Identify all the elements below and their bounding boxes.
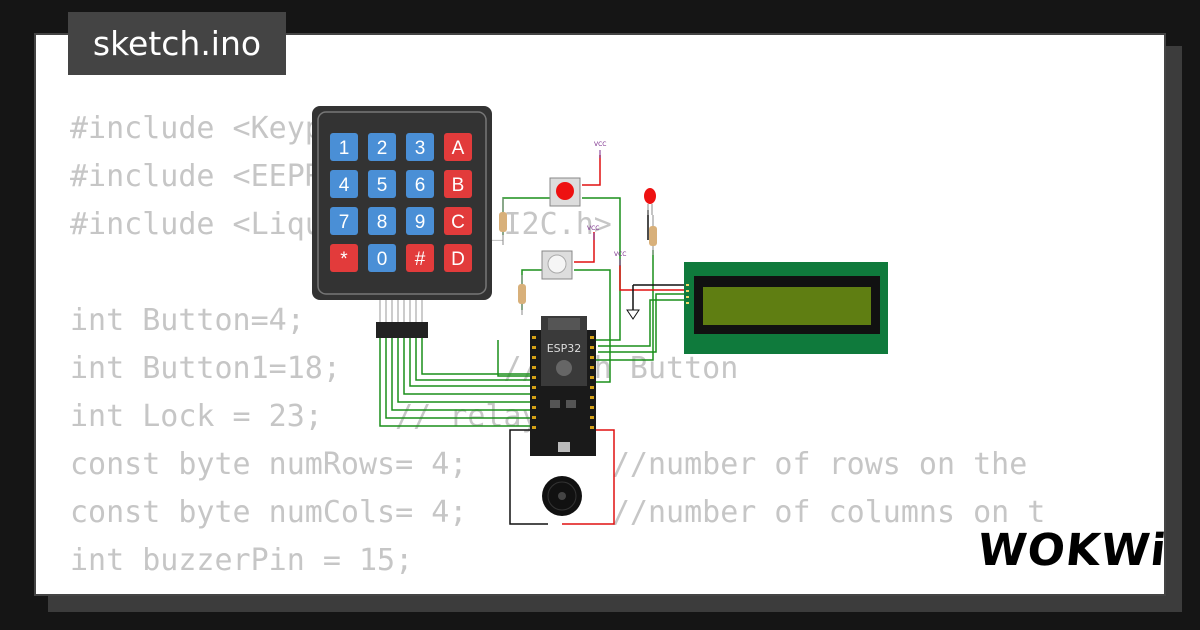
esp32-pins xyxy=(532,336,594,429)
keypad-key xyxy=(368,170,396,198)
file-tab: sketch.ino xyxy=(68,12,286,75)
keypad-key xyxy=(444,133,472,161)
code-line: int Button=4; xyxy=(70,303,305,338)
keypad-key xyxy=(330,244,358,272)
keypad-key-label: 9 xyxy=(415,212,426,233)
code-line: char keymap[numRows][numCols]= xyxy=(70,585,1045,594)
push-button-white xyxy=(541,250,573,280)
keypad-key-label: 5 xyxy=(377,175,388,196)
svg-text:VCC: VCC xyxy=(587,225,599,232)
keypad-key xyxy=(368,133,396,161)
keypad-key xyxy=(444,170,472,198)
keypad-key xyxy=(444,244,472,272)
keypad-key xyxy=(406,207,434,235)
led xyxy=(644,188,656,215)
vcc-symbol: VCC xyxy=(594,141,606,158)
keypad-key-label: A xyxy=(452,138,465,159)
keypad-key-label: 4 xyxy=(339,175,350,196)
keypad-keys: 1 2 3 A 4 5 6 B 7 8 9 C * 0 # D xyxy=(330,133,472,272)
keypad-key xyxy=(368,244,396,272)
keypad-key-label: 8 xyxy=(377,212,388,233)
keypad-key xyxy=(406,244,434,272)
keypad-key xyxy=(444,207,472,235)
wokwi-logo: WOKWi xyxy=(975,525,1170,576)
esp32-board: ESP32 xyxy=(530,316,596,456)
svg-text:VCC: VCC xyxy=(594,141,606,148)
code-line: int buzzerPin = 15; xyxy=(70,543,414,578)
keypad-key xyxy=(330,170,358,198)
resistor xyxy=(649,215,657,255)
keypad-key-label: 7 xyxy=(339,212,350,233)
ground-symbol xyxy=(626,309,640,320)
buzzer xyxy=(542,476,582,516)
keypad-key-label: * xyxy=(340,249,348,270)
svg-text:ESP32: ESP32 xyxy=(547,342,582,355)
keypad-key-label: 1 xyxy=(339,138,350,159)
keypad-key-label: 0 xyxy=(377,249,388,270)
keypad-key-label: 2 xyxy=(377,138,388,159)
resistor xyxy=(499,198,507,245)
vcc-symbol: VCC xyxy=(614,251,626,266)
keypad: 1 2 3 A 4 5 6 B 7 8 9 C * 0 # D xyxy=(312,106,492,338)
keypad-key-label: # xyxy=(415,249,426,270)
keypad-key-label: D xyxy=(451,249,465,270)
keypad-key-label: 6 xyxy=(415,175,426,196)
keypad-key xyxy=(406,170,434,198)
keypad-key xyxy=(330,133,358,161)
keypad-key xyxy=(330,207,358,235)
lcd-display xyxy=(684,262,888,354)
code-line: const byte numRows= 4; //number of rows … xyxy=(70,447,1028,482)
code-line: const byte numCols= 4; //number of colum… xyxy=(70,495,1046,530)
svg-text:VCC: VCC xyxy=(614,251,626,258)
vcc-symbol: VCC xyxy=(587,225,599,240)
push-button-red xyxy=(549,177,581,207)
keypad-key xyxy=(406,133,434,161)
keypad-key-label: 3 xyxy=(415,138,426,159)
keypad-key-label: C xyxy=(451,212,465,233)
resistor xyxy=(518,275,526,315)
keypad-pins xyxy=(379,300,423,322)
code-line: int Lock = 23; // relay xyxy=(70,399,540,434)
keypad-key-label: B xyxy=(452,175,465,196)
keypad-key xyxy=(368,207,396,235)
